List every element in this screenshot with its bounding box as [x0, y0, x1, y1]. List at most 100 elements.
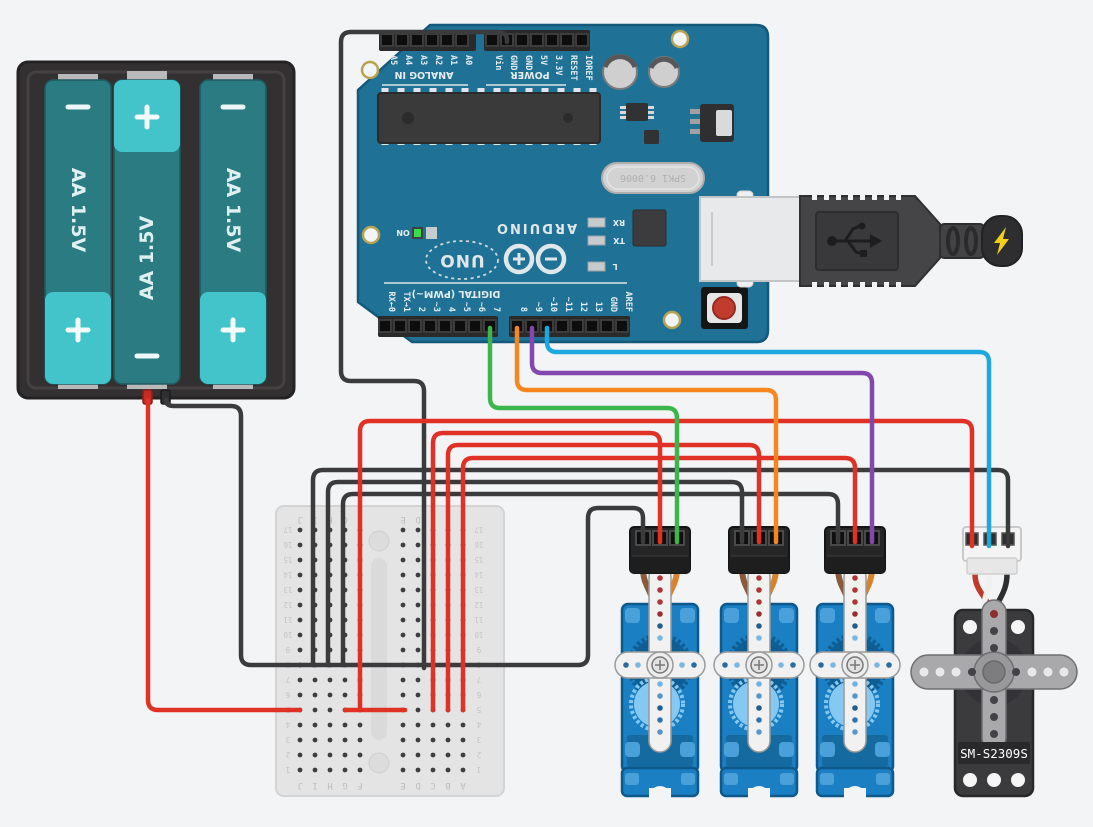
breadboard-hole[interactable] [312, 707, 318, 713]
breadboard-hole[interactable] [357, 737, 363, 743]
header-pin[interactable] [455, 33, 469, 47]
breadboard-hole[interactable] [445, 737, 451, 743]
breadboard-hole[interactable] [430, 737, 436, 743]
header-pin[interactable] [408, 319, 422, 333]
breadboard-hole[interactable] [415, 542, 421, 548]
breadboard-hole[interactable] [460, 722, 466, 728]
standard-servo[interactable]: SM-S2309S [910, 526, 1078, 798]
breadboard-hole[interactable] [415, 752, 421, 758]
breadboard-hole[interactable] [400, 737, 406, 743]
micro-servo-3[interactable] [810, 527, 900, 808]
breadboard-hole[interactable] [415, 707, 421, 713]
breadboard-hole[interactable] [400, 557, 406, 563]
breadboard-hole[interactable] [342, 767, 348, 773]
header-pin[interactable] [453, 319, 467, 333]
breadboard-hole[interactable] [400, 752, 406, 758]
header-pin[interactable] [585, 319, 599, 333]
breadboard-hole[interactable] [415, 572, 421, 578]
battery-pack[interactable]: AA 1.5V AA 1.5V AA 1.5V [16, 60, 296, 405]
breadboard-hole[interactable] [297, 647, 303, 653]
wire-servo1-signal[interactable] [487, 325, 680, 545]
breadboard-hole[interactable] [312, 677, 318, 683]
breadboard-hole[interactable] [297, 677, 303, 683]
breadboard-hole[interactable] [297, 767, 303, 773]
breadboard-hole[interactable] [297, 542, 303, 548]
breadboard-hole[interactable] [460, 752, 466, 758]
header-pin[interactable] [393, 319, 407, 333]
header-pin[interactable] [410, 33, 424, 47]
breadboard-hole[interactable] [327, 752, 333, 758]
header-pin[interactable] [378, 319, 392, 333]
breadboard-hole[interactable] [430, 767, 436, 773]
header-pin[interactable] [600, 319, 614, 333]
breadboard-hole[interactable] [415, 557, 421, 563]
header-pin[interactable] [570, 319, 584, 333]
breadboard-hole[interactable] [400, 692, 406, 698]
breadboard-hole[interactable] [297, 557, 303, 563]
header-pin[interactable] [575, 33, 589, 47]
breadboard-hole[interactable] [415, 737, 421, 743]
breadboard-hole[interactable] [415, 767, 421, 773]
header-pin[interactable] [425, 33, 439, 47]
wire-servo4-signal[interactable] [544, 325, 992, 549]
breadboard-hole[interactable] [297, 737, 303, 743]
breadboard-hole[interactable] [297, 572, 303, 578]
breadboard-hole[interactable] [312, 767, 318, 773]
breadboard-hole[interactable] [327, 737, 333, 743]
header-pin[interactable] [468, 319, 482, 333]
breadboard-hole[interactable] [327, 767, 333, 773]
wire-servo3-signal[interactable] [529, 325, 875, 545]
breadboard-hole[interactable] [460, 767, 466, 773]
breadboard-hole[interactable] [312, 737, 318, 743]
breadboard-hole[interactable] [445, 767, 451, 773]
breadboard-hole[interactable] [327, 707, 333, 713]
header-pin[interactable] [438, 319, 452, 333]
breadboard-hole[interactable] [400, 527, 406, 533]
breadboard-hole[interactable] [297, 602, 303, 608]
breadboard-hole[interactable] [430, 752, 436, 758]
breadboard-hole[interactable] [342, 737, 348, 743]
breadboard-hole[interactable] [297, 587, 303, 593]
battery-cell-2[interactable]: AA 1.5V [113, 79, 181, 385]
header-pin[interactable] [440, 33, 454, 47]
atmega-chip[interactable] [377, 88, 601, 145]
usb-port[interactable] [699, 190, 801, 288]
breadboard-hole[interactable] [445, 752, 451, 758]
breadboard-hole[interactable] [430, 722, 436, 728]
breadboard-hole[interactable] [297, 632, 303, 638]
breadboard-hole[interactable] [415, 677, 421, 683]
crystal-oscillator[interactable]: SPK1 6.0006 [601, 162, 705, 194]
capacitor[interactable] [648, 56, 680, 88]
wire-servo3-power[interactable] [460, 455, 858, 713]
wire-servo2-power[interactable] [445, 442, 762, 713]
breadboard-hole[interactable] [342, 677, 348, 683]
header-pin[interactable] [615, 319, 629, 333]
breadboard-hole[interactable] [400, 587, 406, 593]
header-pin[interactable] [395, 33, 409, 47]
breadboard-hole[interactable] [400, 542, 406, 548]
header-pin[interactable] [560, 33, 574, 47]
breadboard-hole[interactable] [342, 722, 348, 728]
breadboard-hole[interactable] [415, 722, 421, 728]
breadboard-hole[interactable] [400, 632, 406, 638]
breadboard-hole[interactable] [400, 617, 406, 623]
battery-cell-1[interactable]: AA 1.5V [44, 79, 112, 385]
breadboard-hole[interactable] [400, 722, 406, 728]
wire-servo2-ground[interactable] [325, 479, 745, 668]
breadboard-hole[interactable] [415, 527, 421, 533]
voltage-regulator[interactable] [690, 104, 734, 142]
header-pin[interactable] [423, 319, 437, 333]
breadboard-hole[interactable] [297, 527, 303, 533]
breadboard-hole[interactable] [400, 647, 406, 653]
breadboard-hole[interactable] [342, 692, 348, 698]
breadboard-hole[interactable] [342, 752, 348, 758]
breadboard-hole[interactable] [460, 737, 466, 743]
arduino-uno[interactable]: A5 A4 A3 A2 A1 A0 Vin GND GND 5V 3.3V RE… [356, 23, 801, 344]
breadboard-hole[interactable] [297, 617, 303, 623]
breadboard-hole[interactable] [400, 677, 406, 683]
usb-cable[interactable] [799, 192, 1023, 290]
battery-cell-3[interactable]: AA 1.5V [199, 79, 267, 385]
breadboard-hole[interactable] [327, 722, 333, 728]
breadboard-hole[interactable] [297, 752, 303, 758]
